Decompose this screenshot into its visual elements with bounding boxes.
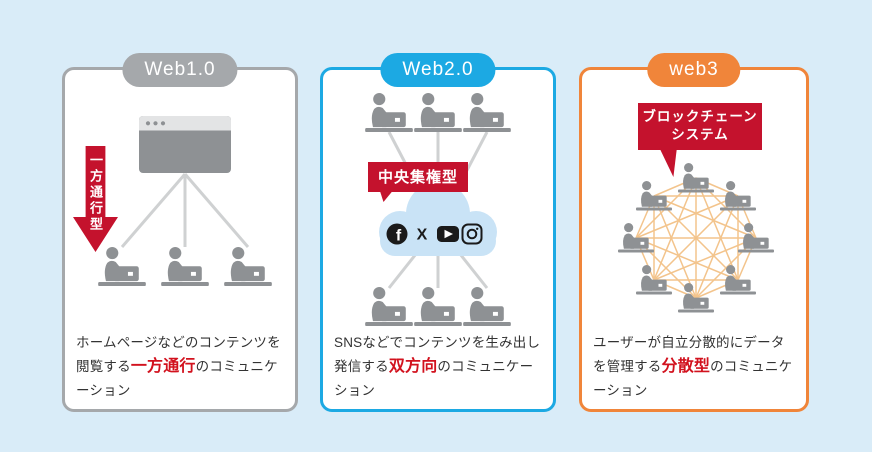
cloud-icon — [379, 182, 497, 256]
svg-text:X: X — [417, 227, 428, 244]
web2-diagram-svg: f X — [365, 93, 511, 326]
panel-web2: Web2.0 — [320, 53, 556, 412]
blockchain-bubble-line2: システム — [671, 127, 729, 143]
caption-text: のコミュニケーション — [593, 358, 793, 398]
panel-web1-badge: Web1.0 — [122, 53, 238, 87]
caption-highlight: 分散型 — [661, 357, 711, 375]
centralized-label: 中央集権型 — [368, 162, 469, 192]
sns-icons: f X — [386, 223, 483, 245]
web1-diagram-svg — [98, 116, 272, 286]
browser-window-icon — [139, 116, 231, 173]
caption-text: のコミュニケーション — [334, 358, 534, 398]
panel-web1: Web1.0 一方通行型 — [62, 53, 298, 412]
caption-text: SNSなどでコンテンツを生み出し発信する — [334, 335, 541, 374]
blockchain-bubble: ブロックチェーン システム — [638, 103, 762, 151]
panel-web3: web3 ブロックチェーン システム ユーザーが自立分散的にデータを管理する分散… — [579, 53, 809, 412]
web2-caption: SNSなどでコンテンツを生み出し発信する双方向のコミュニケーション — [334, 332, 542, 402]
user-laptop-icon — [224, 247, 272, 286]
caption-text: のコミュニケーション — [76, 358, 278, 398]
web3-diagram: ブロックチェーン システム — [582, 70, 806, 332]
user-laptop-icon — [463, 93, 511, 132]
facebook-icon: f — [386, 223, 408, 245]
user-laptop-icon — [414, 93, 462, 132]
blockchain-bubble-line1: ブロックチェーン — [642, 109, 758, 124]
web3-network-svg — [618, 163, 774, 313]
panel-web2-badge: Web2.0 — [380, 53, 496, 87]
one-way-arrow-label: 一方通行型 — [88, 153, 103, 233]
panel-web3-badge: web3 — [647, 53, 741, 87]
caption-highlight: 双方向 — [388, 357, 438, 375]
youtube-icon — [437, 226, 459, 242]
connector-lines — [120, 173, 250, 248]
caption-text: ユーザーが自立分散的にデータを管理する — [593, 335, 785, 374]
user-laptop-icon — [414, 287, 462, 326]
instagram-icon — [461, 223, 483, 245]
web2-diagram: f X — [323, 70, 553, 332]
user-laptop-icon — [365, 93, 413, 132]
user-laptop-icon — [678, 163, 714, 193]
web1-diagram: 一方通行型 — [65, 70, 295, 332]
user-laptop-icon — [161, 247, 209, 286]
web3-caption: ユーザーが自立分散的にデータを管理する分散型のコミュニケーション — [593, 332, 795, 402]
user-laptop-icon — [98, 247, 146, 286]
web1-caption: ホームページなどのコンテンツを閲覧する一方通行のコミュニケーション — [76, 332, 284, 402]
x-icon: X — [417, 227, 428, 244]
user-laptop-icon — [365, 287, 413, 326]
caption-highlight: 一方通行 — [130, 357, 196, 375]
caption-text: ホームページなどのコンテンツを閲覧する — [76, 335, 281, 374]
svg-text:f: f — [396, 228, 402, 245]
user-laptop-icon — [463, 287, 511, 326]
